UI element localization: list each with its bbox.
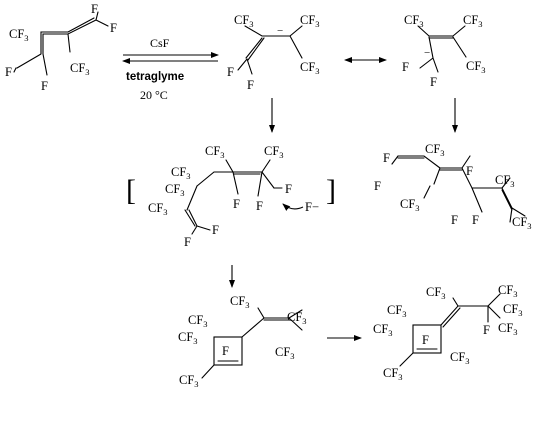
- cf3-group: CF3: [495, 173, 515, 189]
- bracket-close: ]: [326, 174, 336, 207]
- cyclobutene-ring: [213, 336, 243, 366]
- cf3-group: CF3: [498, 321, 518, 337]
- cf3-group: CF3: [400, 197, 420, 213]
- fluorine-atom: F: [285, 182, 292, 196]
- cyclobutene-product: F CF3 CF3 CF3 CF3 CF3 CF3: [178, 294, 307, 389]
- fluorine-atom: F: [383, 151, 390, 165]
- linear-dimer-product: F CF3 F F CF3 CF3 F F CF3: [374, 142, 532, 231]
- fluorine-atom: F: [422, 333, 429, 347]
- cf3-group: CF3: [165, 182, 185, 198]
- final-cyclobutene-product: F CF3 CF3 CF3 CF3 CF3 CF3 F CF3 CF3: [373, 283, 523, 382]
- cf3-group: CF3: [450, 350, 470, 366]
- cf3-group: CF3: [205, 144, 225, 160]
- cf3-group: CF3: [287, 310, 307, 326]
- temperature-label: 20 °C: [140, 88, 168, 102]
- fluorine-atom: F: [430, 75, 437, 89]
- cf3-group: CF3: [264, 144, 284, 160]
- cyclobutene-ring: [412, 324, 442, 354]
- cf3-group: CF3: [300, 13, 320, 29]
- fluorine-atom: F: [227, 65, 234, 79]
- cf3-group: CF3: [512, 215, 532, 231]
- curved-arrow-icon: [282, 203, 304, 211]
- cf3-group: CF3: [230, 294, 250, 310]
- cf3-group: CF3: [9, 27, 29, 43]
- fluorine-atom: F: [184, 235, 191, 249]
- cf3-group: CF3: [404, 13, 424, 29]
- fluorine-atom: F: [41, 79, 48, 93]
- fluorine-atom: F: [451, 213, 458, 227]
- cf3-group: CF3: [234, 13, 254, 29]
- fluorine-atom: F: [256, 199, 263, 213]
- fluorine-atom: F: [212, 223, 219, 237]
- cf3-group: CF3: [383, 366, 403, 382]
- fluorine-atom: F: [110, 21, 117, 35]
- fluorine-atom: F: [247, 78, 254, 92]
- cf3-group: CF3: [498, 283, 518, 299]
- fluorine-atom: F: [374, 179, 381, 193]
- cf3-group: CF3: [466, 59, 486, 75]
- equilibrium-arrow-icon: [122, 52, 219, 64]
- cf3-group: CF3: [179, 373, 199, 389]
- cf3-group: CF3: [70, 61, 90, 77]
- carbanion-intermediate: CF3 CF3 − CF3 F F: [227, 13, 320, 92]
- cf3-group: CF3: [275, 345, 295, 361]
- fluorine-atom: F: [466, 164, 473, 178]
- fluoride-ion: F−: [305, 200, 319, 214]
- carbanion-resonance-form: CF3 CF3 − CF3 F F: [402, 13, 486, 89]
- bracket-open: [: [126, 174, 136, 207]
- fluorine-atom: F: [472, 213, 479, 227]
- cf3-group: CF3: [425, 142, 445, 158]
- cf3-group: CF3: [387, 303, 407, 319]
- fluorine-atom: F: [233, 197, 240, 211]
- cf3-group: CF3: [148, 201, 168, 217]
- bracketed-intermediate: [ ] CF3 CF3 CF3 CF3 CF3 F F F F F F−: [126, 144, 336, 249]
- negative-charge: −: [277, 25, 283, 37]
- fluorine-atom: F: [402, 60, 409, 74]
- cf3-group: CF3: [171, 165, 191, 181]
- cf3-group: CF3: [300, 60, 320, 76]
- solvent-label: tetraglyme: [126, 71, 184, 83]
- cf3-group: CF3: [463, 13, 483, 29]
- cf3-group: CF3: [503, 302, 523, 318]
- diene-starting-material: CF3 F F F F CF3: [5, 2, 117, 93]
- fluorine-atom: F: [5, 65, 12, 79]
- cf3-group: CF3: [426, 285, 446, 301]
- cf3-group: CF3: [178, 330, 198, 346]
- cf3-group: CF3: [373, 322, 393, 338]
- cf3-group: CF3: [188, 313, 208, 329]
- fluorine-atom: F: [222, 344, 229, 358]
- reagent-label: CsF: [150, 36, 170, 50]
- fluorine-atom: F: [483, 323, 490, 337]
- fluorine-atom: F: [91, 2, 98, 16]
- negative-charge: −: [424, 47, 430, 59]
